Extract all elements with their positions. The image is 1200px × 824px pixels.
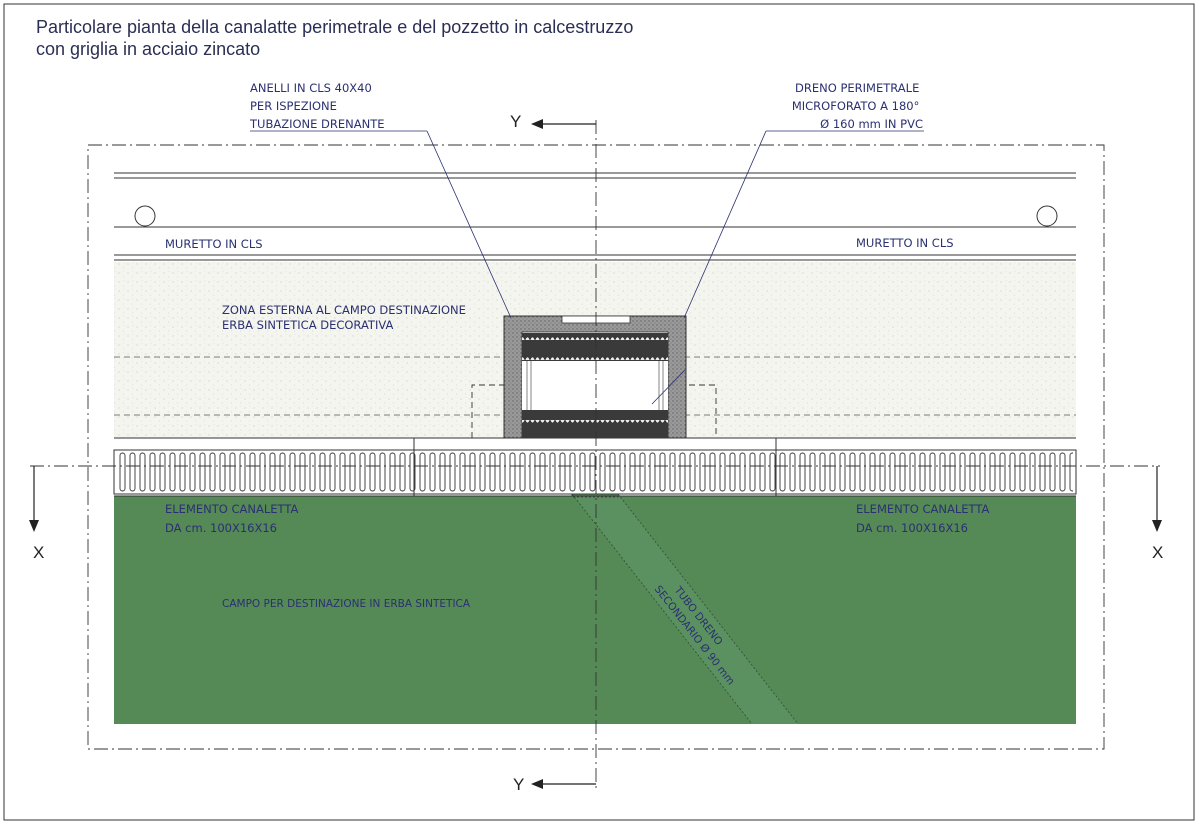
drain-pipe-top-wall bbox=[522, 333, 668, 361]
axis-label-x-right: X bbox=[1152, 543, 1163, 562]
wall-drain-hole-left bbox=[134, 205, 156, 227]
section-arrow-x-left bbox=[29, 520, 39, 532]
grating-slots bbox=[118, 450, 1073, 494]
axis-label-x-left: X bbox=[33, 543, 44, 562]
drain-pipe-bottom-wall bbox=[522, 410, 668, 438]
label-anelli: ANELLI IN CLS 40X40 PER ISPEZIONE TUBAZI… bbox=[249, 81, 385, 131]
section-arrow-y-bottom bbox=[531, 779, 543, 789]
label-canaletta-left: ELEMENTO CANALETTA DA cm. 100X16X16 bbox=[165, 502, 302, 535]
title-line-2: con griglia in acciaio zincato bbox=[36, 39, 261, 59]
axis-label-y-bottom: Y bbox=[513, 775, 524, 794]
wall-drain-hole-right bbox=[1036, 205, 1058, 227]
synthetic-grass-field bbox=[114, 496, 1076, 724]
label-dreno: DRENO PERIMETRALE MICROFORATO A 180° Ø 1… bbox=[792, 81, 923, 131]
label-zona-esterna: ZONA ESTERNA AL CAMPO DESTINAZIONE ERBA … bbox=[222, 303, 470, 332]
title-line-1: Particolare pianta della canalatte perim… bbox=[36, 17, 634, 37]
axis-label-y-top: Y bbox=[510, 112, 521, 131]
leader-anelli bbox=[426, 130, 512, 319]
secondary-drain-tube-edge-left bbox=[571, 493, 753, 725]
drawing-title: Particolare pianta della canalatte perim… bbox=[36, 16, 633, 60]
sheet-frame bbox=[3, 3, 1195, 821]
secondary-drain-tube-band bbox=[572, 494, 798, 724]
leader-dreno bbox=[683, 130, 767, 319]
section-arrow-x-right bbox=[1152, 520, 1162, 532]
section-arrow-y-top bbox=[531, 119, 543, 129]
label-muretto-left: MURETTO IN CLS bbox=[165, 237, 263, 251]
plan-boundary bbox=[87, 144, 1105, 750]
label-canaletta-right: ELEMENTO CANALETTA DA cm. 100X16X16 bbox=[856, 502, 993, 535]
label-muretto-right: MURETTO IN CLS bbox=[856, 236, 954, 250]
label-campo: CAMPO PER DESTINAZIONE IN ERBA SINTETICA bbox=[222, 598, 471, 610]
secondary-drain-tube-edge-right bbox=[617, 493, 799, 725]
drain-pipe-bore bbox=[522, 361, 668, 410]
